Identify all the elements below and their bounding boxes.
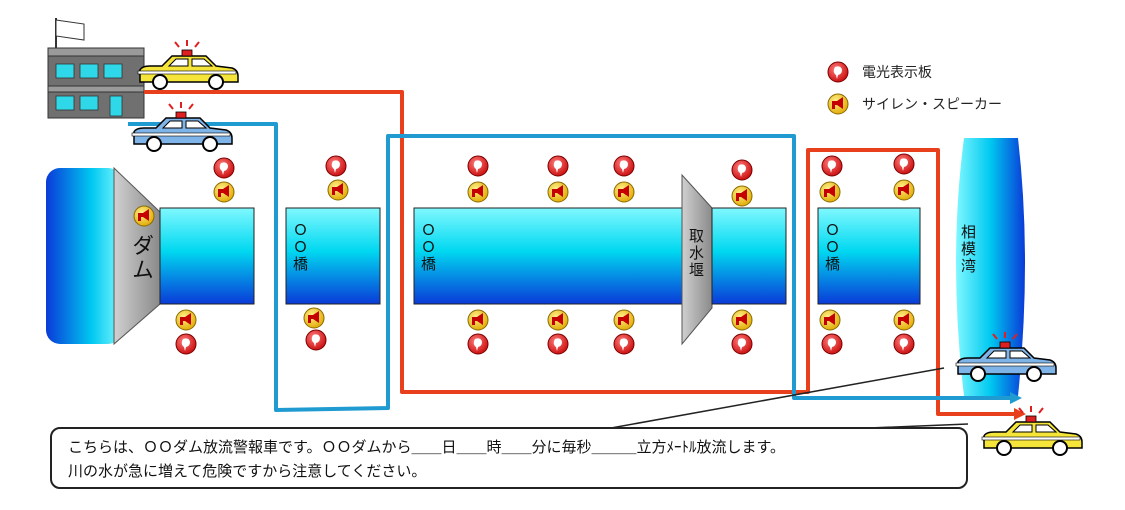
route-red-arrowhead (1014, 408, 1026, 420)
route-red (144, 90, 1014, 416)
dam-office-building (47, 18, 145, 119)
broadcast-message-bubble: こちらは、ＯＯダム放流警報車です。ＯＯダムから＿＿日＿＿時＿＿分に毎秒＿＿＿立方… (50, 427, 968, 489)
bridge-label-1: ＯＯ橋 (291, 222, 309, 273)
siren-speaker-icon (731, 185, 753, 207)
display-board-icon (547, 155, 569, 177)
weir-label: 取水堰 (687, 228, 705, 279)
siren-speaker-icon (893, 179, 915, 201)
bay-label: 相模湾 (959, 224, 977, 275)
siren-speaker-icon (175, 309, 197, 331)
siren-speaker-icon (731, 309, 753, 331)
message-line-2: 川の水が急に増えて危険ですから注意してください。 (68, 462, 427, 480)
siren-speaker-icon (467, 309, 489, 331)
display-board-icon (613, 155, 635, 177)
display-board-icon (613, 333, 635, 355)
siren-speaker-icon (133, 205, 155, 227)
bubble-pointer-1 (599, 367, 945, 431)
siren-speaker-icon (213, 181, 235, 203)
siren-speaker-icon (827, 93, 849, 115)
display-board-icon (325, 155, 347, 177)
dam-label: ダム (128, 234, 153, 282)
display-board-icon (893, 153, 915, 175)
siren-speaker-icon (547, 309, 569, 331)
display-board-icon (305, 329, 327, 351)
blue-car-icon (131, 101, 233, 152)
display-board-icon (547, 333, 569, 355)
siren-speaker-icon (613, 309, 635, 331)
intake-weir (681, 173, 713, 346)
display-board-icon (175, 333, 197, 355)
dam-reservoir (46, 168, 122, 344)
siren-speaker-icon (303, 307, 325, 329)
display-board-icon (467, 333, 489, 355)
bridge-label-2: ＯＯ橋 (419, 222, 437, 273)
siren-speaker-icon (467, 181, 489, 203)
display-board-icon (213, 157, 235, 179)
river-segment-2 (285, 207, 381, 305)
yellow-car-icon (137, 39, 239, 90)
flag-icon (55, 19, 85, 41)
siren-speaker-icon (327, 179, 349, 201)
message-line-1: こちらは、ＯＯダム放流警報車です。ＯＯダムから＿＿日＿＿時＿＿分に毎秒＿＿＿立方… (68, 438, 786, 456)
river-segment-1 (159, 207, 255, 305)
route-blue (128, 122, 1012, 412)
siren-speaker-icon (893, 309, 915, 331)
siren-speaker-icon (819, 181, 841, 203)
display-board-icon (821, 155, 843, 177)
siren-speaker-icon (819, 309, 841, 331)
legend-label-display-board: 電光表示板 (862, 65, 932, 81)
display-board-icon (731, 333, 753, 355)
siren-speaker-icon (613, 181, 635, 203)
bridge-label-3: ＯＯ橋 (823, 222, 841, 273)
sagami-bay (956, 138, 1025, 396)
siren-speaker-icon (547, 181, 569, 203)
river-segment-5 (817, 207, 921, 305)
display-board-icon (893, 333, 915, 355)
display-board-icon (731, 159, 753, 181)
display-board-icon (467, 155, 489, 177)
display-board-icon (827, 61, 849, 83)
display-board-icon (821, 333, 843, 355)
river-segment-4 (711, 207, 787, 305)
river-segment-3 (413, 207, 685, 305)
route-blue-arrowhead (1010, 392, 1022, 404)
legend-label-siren-speaker: サイレン・スピーカー (862, 97, 1002, 113)
